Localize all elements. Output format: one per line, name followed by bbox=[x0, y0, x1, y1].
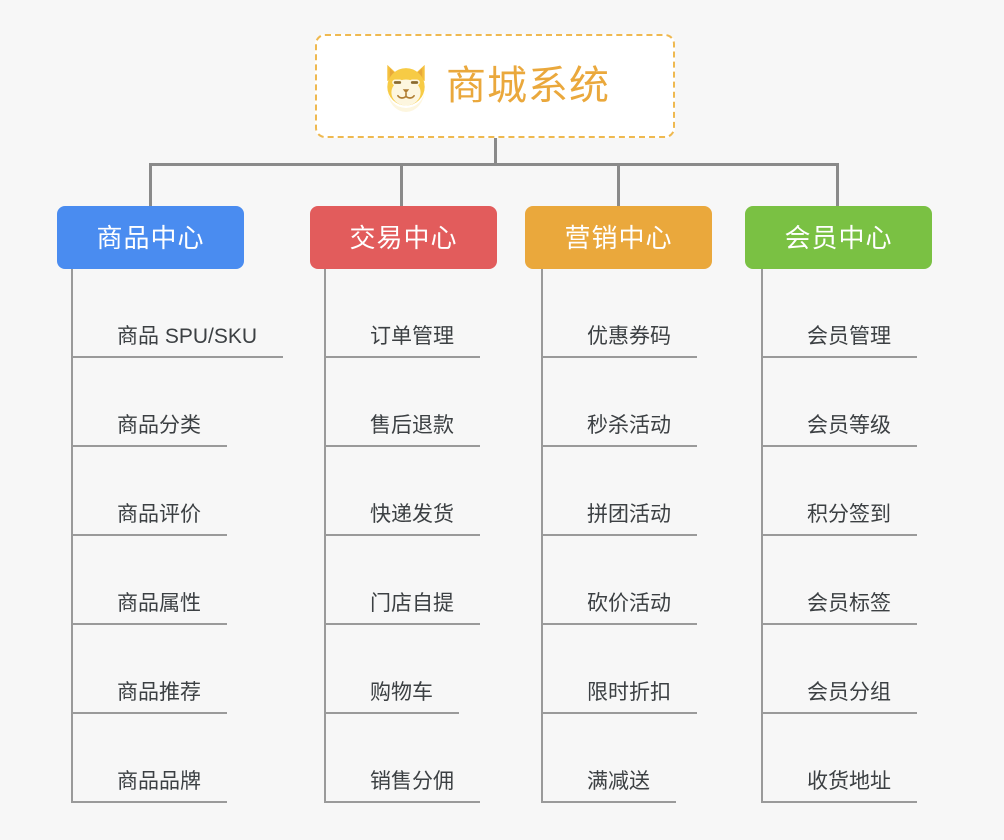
leaf-item[interactable]: 砍价活动 bbox=[541, 536, 697, 625]
category-box-member[interactable]: 会员中心 bbox=[745, 206, 932, 269]
leaf-item[interactable]: 会员等级 bbox=[761, 358, 917, 447]
leaf-label: 商品 SPU/SKU bbox=[71, 326, 284, 358]
leaf-label: 商品属性 bbox=[71, 593, 227, 625]
leaf-label: 砍价活动 bbox=[541, 593, 697, 625]
leaf-label: 拼团活动 bbox=[541, 504, 697, 536]
leaf-label: 订单管理 bbox=[324, 326, 480, 358]
category-box-trade[interactable]: 交易中心 bbox=[310, 206, 497, 269]
root-node[interactable]: 商城系统 bbox=[315, 34, 675, 138]
leaf-label: 会员分组 bbox=[761, 682, 917, 714]
connector-root-stem bbox=[494, 138, 497, 165]
leaf-label: 会员管理 bbox=[761, 326, 917, 358]
branch-spine bbox=[761, 269, 763, 803]
connector-drop-2 bbox=[400, 163, 403, 208]
leaf-label: 会员等级 bbox=[761, 415, 917, 447]
category-label: 交易中心 bbox=[349, 222, 458, 253]
leaf-label: 商品分类 bbox=[71, 415, 227, 447]
leaf-item[interactable]: 优惠券码 bbox=[541, 269, 697, 358]
connector-drop-4 bbox=[836, 163, 839, 208]
leaf-label: 购物车 bbox=[324, 682, 459, 714]
leaf-item[interactable]: 门店自提 bbox=[324, 536, 480, 625]
leaf-label: 商品品牌 bbox=[71, 771, 227, 803]
leaf-label: 快递发货 bbox=[324, 504, 480, 536]
leaf-item[interactable]: 商品推荐 bbox=[71, 625, 227, 714]
root-title: 商城系统 bbox=[446, 64, 610, 108]
leaf-item[interactable]: 满减送 bbox=[541, 714, 676, 803]
leaf-item[interactable]: 购物车 bbox=[324, 625, 459, 714]
leaf-item[interactable]: 商品分类 bbox=[71, 358, 227, 447]
leaf-label: 售后退款 bbox=[324, 415, 480, 447]
category-box-product[interactable]: 商品中心 bbox=[57, 206, 244, 269]
leaf-label: 收货地址 bbox=[761, 771, 917, 803]
leaf-item[interactable]: 秒杀活动 bbox=[541, 358, 697, 447]
leaf-item[interactable]: 积分签到 bbox=[761, 447, 917, 536]
category-label: 商品中心 bbox=[96, 222, 205, 253]
leaf-label: 优惠券码 bbox=[541, 326, 697, 358]
leaf-label: 门店自提 bbox=[324, 593, 480, 625]
category-label: 营销中心 bbox=[564, 222, 673, 253]
connector-drop-1 bbox=[149, 163, 152, 208]
connector-horizontal-bus bbox=[150, 163, 839, 166]
leaf-item[interactable]: 商品属性 bbox=[71, 536, 227, 625]
leaf-item[interactable]: 拼团活动 bbox=[541, 447, 697, 536]
category-box-marketing[interactable]: 营销中心 bbox=[525, 206, 712, 269]
leaf-label: 会员标签 bbox=[761, 593, 917, 625]
leaf-item[interactable]: 会员分组 bbox=[761, 625, 917, 714]
leaf-item[interactable]: 会员管理 bbox=[761, 269, 917, 358]
connector-drop-3 bbox=[617, 163, 620, 208]
leaf-label: 销售分佣 bbox=[324, 771, 480, 803]
branch-spine bbox=[324, 269, 326, 803]
leaf-label: 秒杀活动 bbox=[541, 415, 697, 447]
leaf-item[interactable]: 商品评价 bbox=[71, 447, 227, 536]
category-label: 会员中心 bbox=[784, 222, 893, 253]
leaf-item[interactable]: 商品 SPU/SKU bbox=[71, 269, 284, 358]
branch-spine bbox=[541, 269, 543, 803]
leaf-label: 商品评价 bbox=[71, 504, 227, 536]
leaf-label: 商品推荐 bbox=[71, 682, 227, 714]
leaf-label: 积分签到 bbox=[761, 504, 917, 536]
leaf-item[interactable]: 收货地址 bbox=[761, 714, 917, 803]
leaf-label: 满减送 bbox=[541, 771, 676, 803]
leaf-item[interactable]: 会员标签 bbox=[761, 536, 917, 625]
leaf-item[interactable]: 快递发货 bbox=[324, 447, 480, 536]
leaf-item[interactable]: 订单管理 bbox=[324, 269, 480, 358]
leaf-item[interactable]: 限时折扣 bbox=[541, 625, 697, 714]
leaf-label: 限时折扣 bbox=[541, 682, 697, 714]
branch-spine bbox=[71, 269, 73, 803]
leaf-item[interactable]: 销售分佣 bbox=[324, 714, 480, 803]
shiba-dog-face-icon bbox=[380, 60, 432, 112]
leaf-item[interactable]: 商品品牌 bbox=[71, 714, 227, 803]
leaf-item[interactable]: 售后退款 bbox=[324, 358, 480, 447]
